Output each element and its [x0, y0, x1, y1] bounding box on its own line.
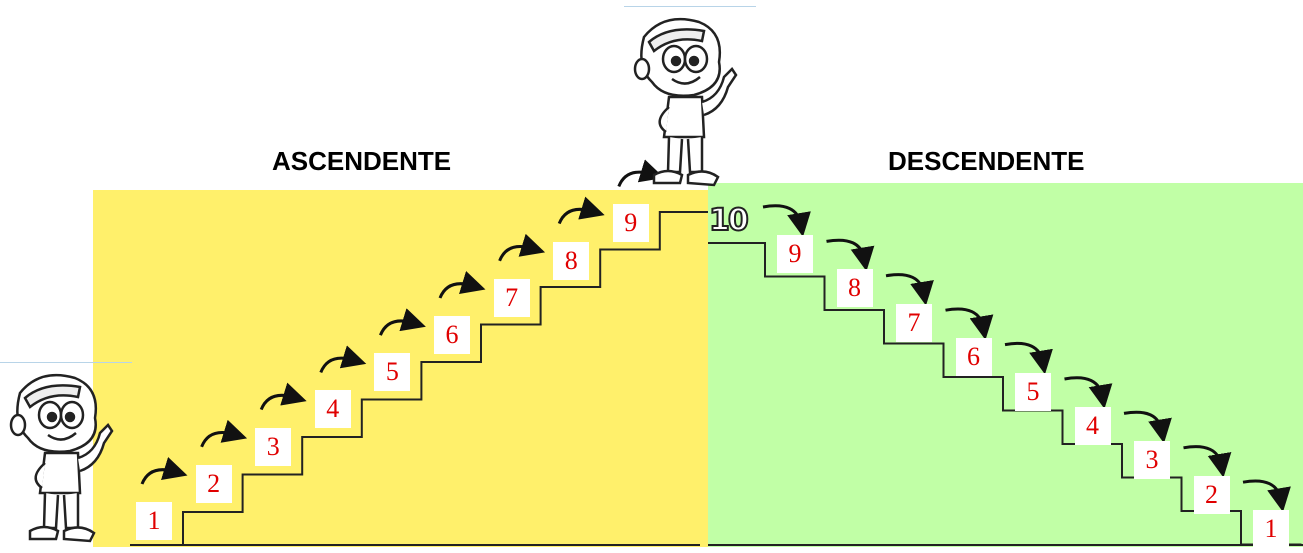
- descending-title: DESCENDENTE: [888, 146, 1085, 176]
- step-card-asc-3: 4: [314, 390, 351, 429]
- step-card-asc-8: 9: [612, 204, 649, 243]
- step-card-asc-1: 2: [195, 464, 232, 503]
- boy-thumbs-up-bottom-icon: [0, 362, 132, 548]
- arrow-up-2: [259, 382, 307, 411]
- arrow-up-4: [379, 308, 426, 336]
- arrow-down-4: [1004, 341, 1053, 375]
- arrow-down-8: [1242, 479, 1291, 513]
- arrow-up-5: [438, 271, 486, 299]
- step-card-desc-1: 8: [836, 269, 873, 308]
- step-card-asc-5: 6: [434, 316, 470, 354]
- step-card-desc-6: 3: [1134, 441, 1170, 480]
- arrow-up-3: [319, 345, 367, 374]
- arrow-down-0: [762, 204, 811, 237]
- arrow-down-6: [1123, 410, 1172, 444]
- arrow-down-7: [1183, 445, 1232, 478]
- step-card-desc-2: 7: [896, 303, 932, 342]
- step-card-desc-3: 6: [955, 338, 992, 377]
- arrow-down-1: [826, 238, 875, 272]
- step-card-desc-5: 4: [1074, 407, 1111, 445]
- step-card-desc-4: 5: [1015, 372, 1051, 411]
- step-card-desc-8: 1: [1253, 510, 1289, 549]
- step-card-desc-0: 9: [777, 235, 813, 273]
- arrow-up-7: [557, 196, 605, 225]
- top-step-label: 10: [708, 202, 750, 239]
- arrow-up-1: [200, 419, 248, 448]
- ascending-stair-line: [130, 211, 708, 546]
- step-card-asc-0: 1: [136, 502, 172, 540]
- arrow-down-2: [885, 273, 934, 306]
- arrow-up-0: [140, 457, 188, 485]
- step-card-asc-6: 7: [493, 278, 530, 317]
- arrow-up-6: [498, 233, 546, 262]
- step-card-asc-7: 8: [553, 241, 590, 280]
- ascending-title: ASCENDENTE: [272, 146, 452, 176]
- arrow-down-5: [1064, 376, 1113, 409]
- boy-thumbs-up-top-icon: [624, 6, 756, 192]
- step-card-asc-4: 5: [374, 353, 411, 392]
- step-card-asc-2: 3: [255, 427, 292, 466]
- arrow-down-3: [945, 307, 994, 341]
- step-card-desc-7: 2: [1193, 475, 1230, 514]
- arrow-up-8: [617, 159, 665, 188]
